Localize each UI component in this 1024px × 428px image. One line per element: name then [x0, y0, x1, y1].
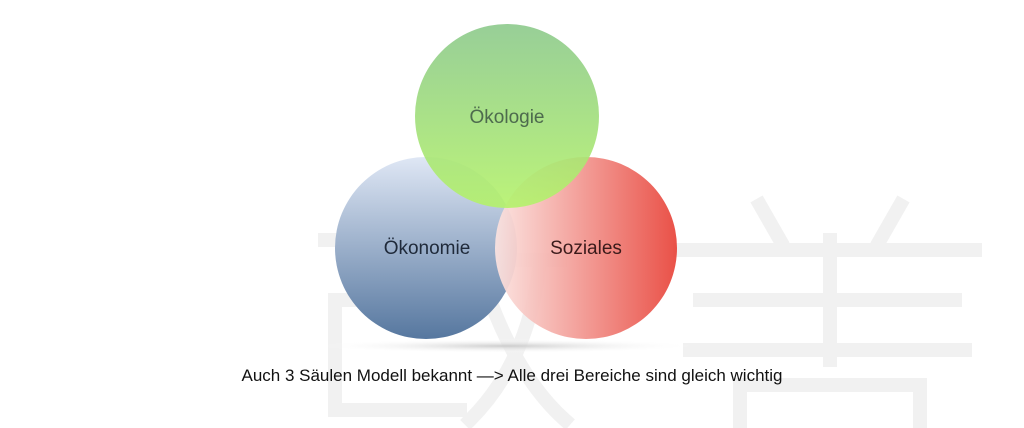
- circle-oekonomie: [335, 157, 517, 339]
- label-oekonomie: Ökonomie: [384, 238, 471, 259]
- label-soziales: Soziales: [550, 238, 622, 259]
- circle-soziales: [495, 157, 677, 339]
- diagram-shadow: [316, 339, 696, 353]
- label-oekologie: Ökologie: [470, 107, 545, 128]
- caption: Auch 3 Säulen Modell bekannt —> Alle dre…: [241, 366, 783, 385]
- watermark-zen: [673, 195, 982, 428]
- circle-oekologie: [415, 24, 599, 208]
